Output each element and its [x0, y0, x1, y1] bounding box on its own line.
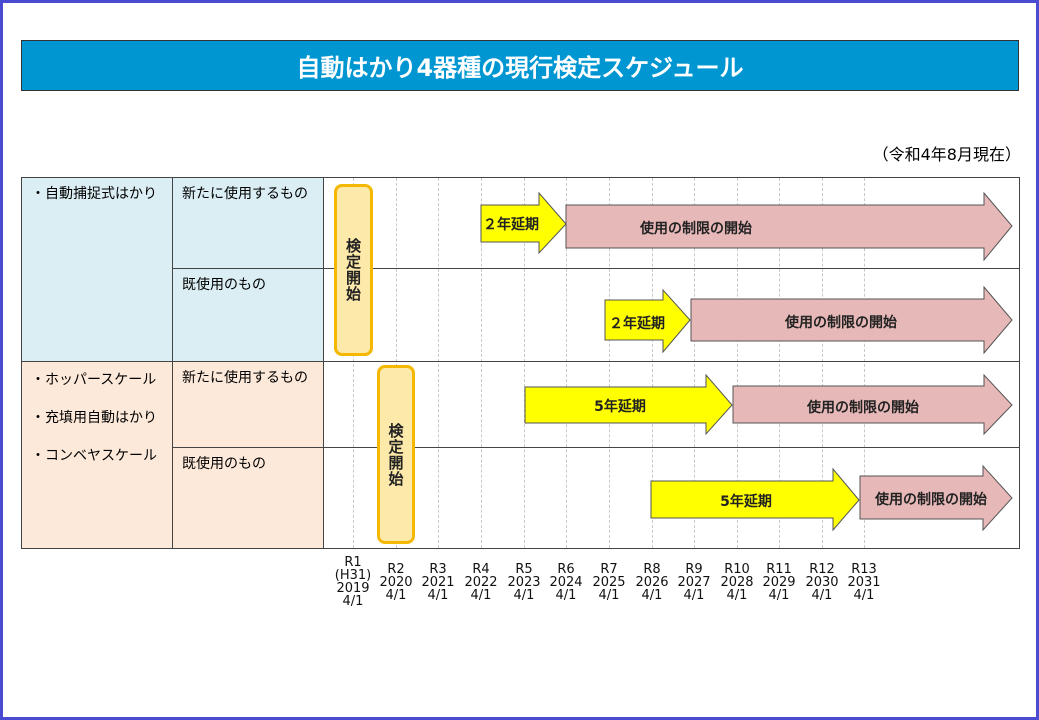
extension-label: 5年延期	[720, 494, 772, 510]
device-label: ・ホッパースケール	[31, 372, 157, 388]
tick-line: 2023	[507, 575, 541, 590]
extension-arrow	[650, 467, 860, 532]
extension-label: ２年延期	[609, 316, 665, 332]
tick-line: 2024	[549, 575, 583, 590]
restriction-label: 使用の制限の開始	[640, 221, 752, 237]
tick-line: 4/1	[641, 588, 663, 603]
tick-line: R11	[766, 562, 792, 577]
tick-line: 4/1	[598, 588, 620, 603]
extension-label: 5年延期	[594, 399, 646, 415]
restriction-label: 使用の制限の開始	[785, 315, 897, 331]
tick-line: 4/1	[470, 588, 492, 603]
tick-line: R9	[685, 562, 703, 577]
tick-line: 4/1	[385, 588, 407, 603]
extension-arrow	[524, 373, 733, 436]
tick-line: R2	[387, 562, 405, 577]
restriction-arrow	[690, 285, 1013, 355]
device-label: ・充填用自動はかり	[31, 410, 157, 426]
extension-arrow	[604, 288, 691, 354]
restriction-arrow	[732, 373, 1013, 436]
tick-line: R4	[472, 562, 490, 577]
tick-line: 2028	[720, 575, 754, 590]
tick-line: 4/1	[811, 588, 833, 603]
tick-line: 2020	[379, 575, 413, 590]
page-title: 自動はかり4器種の現行検定スケジュール	[21, 40, 1019, 91]
as-of-date: （令和4年8月現在）	[872, 145, 1021, 164]
tick-line: R3	[429, 562, 447, 577]
tick-line: 2031	[847, 575, 881, 590]
restriction-arrow	[565, 191, 1013, 262]
extension-arrow	[480, 191, 567, 255]
inspection-start-bar: 検定開始	[377, 365, 415, 544]
row-new: 新たに使用するもの	[182, 370, 308, 386]
tick-line: 2026	[635, 575, 669, 590]
restriction-arrow	[859, 464, 1013, 532]
tick-line: R12	[809, 562, 835, 577]
tick-line: 2025	[592, 575, 626, 590]
tick-line: R5	[515, 562, 533, 577]
tick-line: 2022	[464, 575, 498, 590]
device-label: ・コンベヤスケール	[31, 448, 157, 464]
tick-line: 4/1	[726, 588, 748, 603]
tick-line: R7	[600, 562, 618, 577]
row-existing: 既使用のもの	[182, 277, 266, 293]
restriction-label: 使用の制限の開始	[807, 400, 919, 416]
tick-line: 2030	[805, 575, 839, 590]
tick-line: R13	[851, 562, 877, 577]
tick-line: R8	[643, 562, 661, 577]
row-new: 新たに使用するもの	[182, 186, 308, 202]
tick-line: R10	[724, 562, 750, 577]
inspection-start-label: 検定開始	[386, 422, 405, 487]
tick-line: 4/1	[513, 588, 535, 603]
row-existing: 既使用のもの	[182, 456, 266, 472]
tick-line: R6	[557, 562, 575, 577]
tick-line: 2029	[762, 575, 796, 590]
tick-line: 4/1	[555, 588, 577, 603]
tick-line: 4/1	[853, 588, 875, 603]
extension-label: ２年延期	[483, 217, 539, 233]
inspection-start-label: 検定開始	[344, 238, 362, 302]
device-label: ・自動捕捉式はかり	[31, 186, 157, 202]
restriction-label: 使用の制限の開始	[875, 492, 987, 508]
tick-line: 4/1	[683, 588, 705, 603]
tick-line: 4/1	[768, 588, 790, 603]
group2-label: ・ホッパースケール ・充填用自動はかり ・コンベヤスケール	[21, 361, 172, 475]
inspection-start-bar: 検定開始	[334, 184, 373, 356]
tick-line: 2027	[677, 575, 711, 590]
group1-label: ・自動捕捉式はかり	[21, 177, 172, 203]
tick-line: 2021	[421, 575, 455, 590]
tick-line: 4/1	[427, 588, 449, 603]
